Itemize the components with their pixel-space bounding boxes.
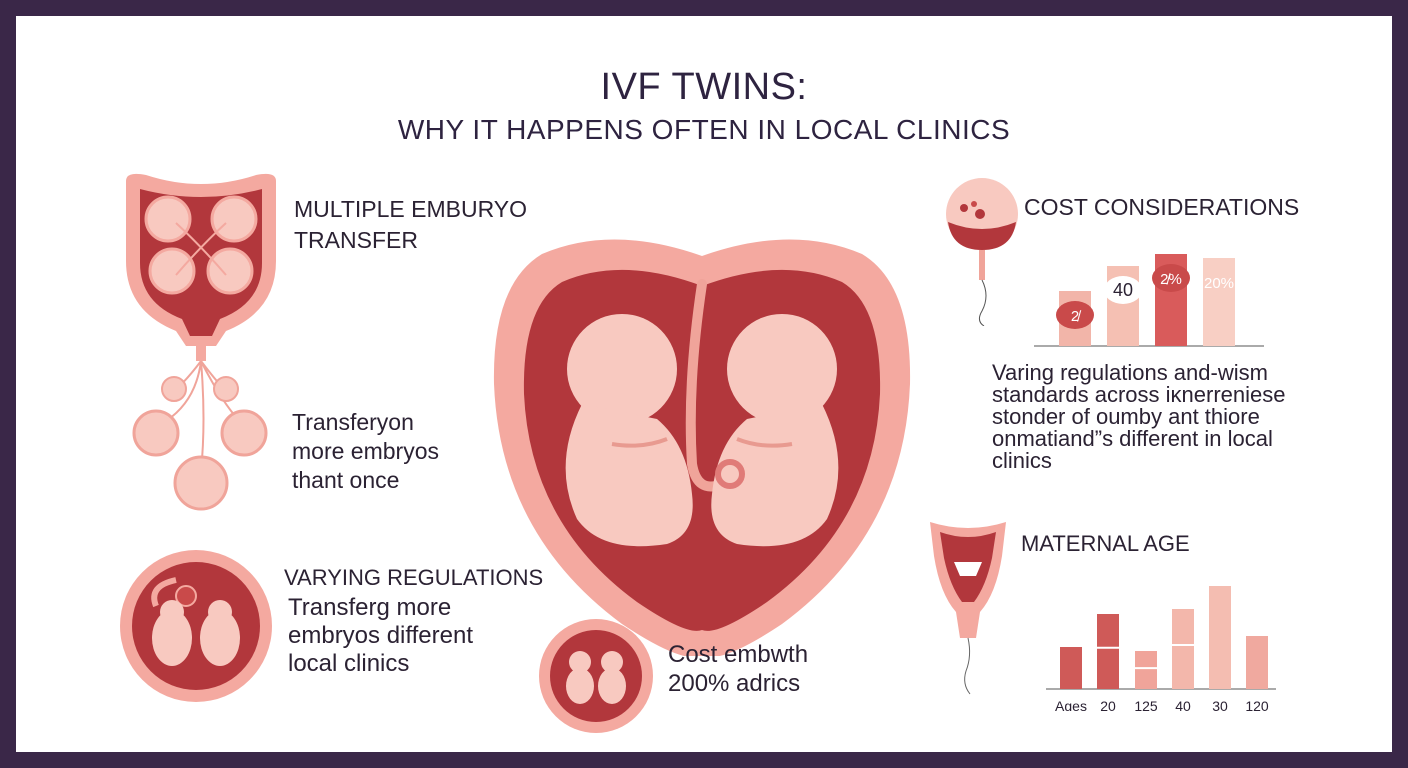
cost-chart-bar: [1203, 258, 1235, 346]
twins-circle-illustration: [120, 550, 272, 702]
age-chart-tick-label: 30: [1212, 698, 1228, 711]
infographic-card: IVF TWINS: WHY IT HAPPENS OFTEN IN LOCAL…: [16, 16, 1392, 752]
age-chart-tick-label: Ages: [1055, 698, 1087, 711]
cost-chart-label-badge: [1056, 301, 1094, 329]
maternal-age-chart: Ages 20 125 40 30 120: [1046, 586, 1276, 711]
multiple-embryo-transfer-text: Transferyon more embryos thant once: [292, 409, 439, 493]
maternal-age-heading: MATERNAL AGE: [1021, 531, 1190, 556]
varying-regulations-heading: VARYING REGULATIONS: [284, 565, 544, 590]
cost-considerations-chart: 2̸ 40 2̸% 20%: [1034, 254, 1264, 347]
age-chart-tick-label: 125: [1134, 698, 1158, 711]
age-chart-tick-label: 20: [1100, 698, 1116, 711]
multiple-embryo-transfer-heading: MULTIPLE EMBURYO TRANSFER: [294, 196, 528, 253]
age-chart-bar: [1060, 647, 1082, 689]
age-chart-tick-label: 120: [1245, 698, 1269, 711]
cost-center-text: Cost embwth 200% adrics: [668, 641, 809, 697]
uterus-embryos-illustration: [126, 173, 276, 361]
age-chart-bar: [1135, 651, 1157, 689]
age-chart-bar: [1172, 609, 1194, 689]
cost-chart-label: 2̸%: [1160, 271, 1182, 288]
cost-considerations-heading: COST CONSIDERATIONS: [1024, 194, 1300, 220]
age-chart-tick-label: 40: [1175, 698, 1191, 711]
cost-chart-label: 40: [1113, 280, 1133, 300]
embryo-cells-illustration: [132, 361, 268, 511]
age-chart-bar: [1246, 636, 1268, 689]
cost-chart-label: 2̸: [1071, 308, 1082, 325]
cost-chart-label-badge: [1104, 276, 1142, 304]
cost-chart-label-badge: [1152, 264, 1190, 292]
cost-considerations-text: Varing regulations and-wism standards ac…: [992, 360, 1286, 473]
page-subtitle: WHY IT HAPPENS OFTEN IN LOCAL CLINICS: [397, 114, 1011, 145]
page-title: IVF TWINS:: [600, 66, 808, 108]
cost-chart-label: 20%: [1204, 275, 1234, 292]
balloon-icon: [946, 178, 1018, 326]
central-uterus-twins-illustration: [493, 239, 911, 656]
age-chart-bar: [1097, 614, 1119, 689]
varying-regulations-text: Transferg more embryos different local c…: [288, 594, 473, 677]
uterus-icon: [930, 522, 1006, 695]
age-chart-bar: [1209, 586, 1231, 689]
small-twins-circle-illustration: [539, 619, 653, 733]
